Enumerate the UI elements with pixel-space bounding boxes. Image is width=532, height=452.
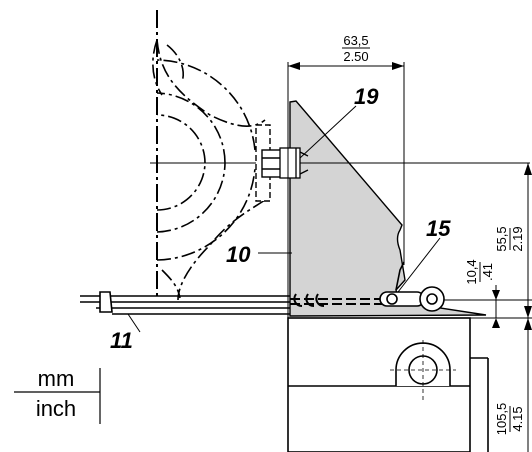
dim-height-inch: 2.19: [510, 226, 525, 251]
callout-19: 19: [354, 84, 379, 109]
mounted-object-outline: [152, 39, 266, 301]
dim-small-inch: .41: [480, 263, 495, 281]
lower-housing: [287, 317, 489, 452]
dim-small-mm: 10,4: [464, 259, 479, 284]
dimension-height-bottom: [509, 318, 532, 452]
dimension-width-top: [288, 47, 404, 70]
dimension-height-right: [509, 163, 532, 318]
unit-legend: [14, 368, 101, 424]
leader-lines: [127, 105, 441, 333]
dim-width-mm: 63,5: [343, 33, 368, 48]
bracket-part-10: [289, 100, 487, 317]
dimension-height-small: [479, 262, 500, 328]
unit-mm-label: mm: [38, 366, 75, 391]
hinge-15: [379, 261, 445, 312]
dim-bottom-inch: 4.15: [510, 406, 525, 431]
callout-11: 11: [110, 328, 133, 353]
unit-inch-label: inch: [36, 396, 76, 421]
dim-bottom-mm: 105,5: [494, 403, 509, 436]
plate-part-11: [80, 291, 290, 315]
dim-width-inch: 2.50: [343, 49, 368, 64]
dim-height-mm: 55,5: [494, 226, 509, 251]
callout-10: 10: [226, 242, 251, 267]
reference-lines: [287, 62, 532, 320]
hidden-line-plate: [290, 293, 395, 307]
callout-15: 15: [426, 216, 451, 241]
housing-centerlines: [390, 340, 456, 400]
